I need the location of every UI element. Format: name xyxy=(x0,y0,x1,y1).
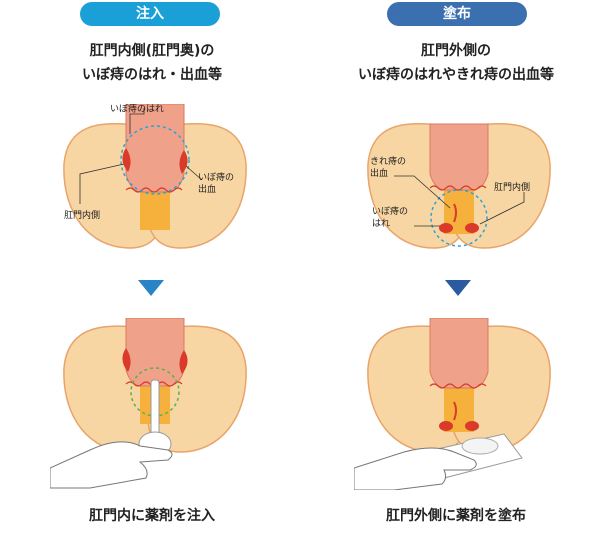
label-hemorrhoid-swelling: いぼ痔のはれ xyxy=(110,104,164,115)
focus-circle xyxy=(430,189,488,247)
right-heading-line2: いぼ痔のはれやきれ痔の出血等 xyxy=(358,67,554,83)
down-arrow-icon xyxy=(445,280,471,296)
fissure xyxy=(453,203,457,223)
label-hemorrhoid-bleeding-1: いぼ痔の xyxy=(198,171,234,183)
anal-canal xyxy=(140,190,170,230)
label-inner-anus: 肛門内側 xyxy=(64,209,100,221)
hand-icon xyxy=(50,441,173,489)
label-fissure-bleeding-2: 出血 xyxy=(370,167,388,179)
right-panel: 塗布 肛門外側の いぼ痔のはれやきれ痔の出血等 きれ痔の 出血 いぼ痔の はれ … xyxy=(304,0,608,540)
left-caption: 肛門内に薬剤を注入 xyxy=(89,508,215,524)
inner-hemorrhoid-illustration: いぼ痔のはれ 肛門内側 いぼ痔の 出血 xyxy=(50,104,260,256)
left-heading-line2: いぼ痔のはれ・出血等 xyxy=(82,67,222,83)
label-hemorrhoid-bleeding-2: 出血 xyxy=(198,183,216,195)
hand-icon xyxy=(354,447,477,490)
apply-tag: 塗布 xyxy=(387,2,527,26)
left-heading-line1: 肛門内側(肛門奥)の xyxy=(89,43,215,59)
inject-tag: 注入 xyxy=(80,2,220,26)
focus-circle xyxy=(120,125,190,195)
hemorrhoid-left xyxy=(122,148,131,172)
application-illustration xyxy=(354,318,564,490)
right-heading-line1: 肛門外側の xyxy=(421,43,491,59)
outer-hemorrhoid-left xyxy=(439,223,453,233)
label-fissure-bleeding-1: きれ痔の xyxy=(370,155,406,167)
injection-illustration xyxy=(50,318,260,490)
label-inner-anus: 肛門内側 xyxy=(494,181,530,193)
rectum xyxy=(125,104,185,193)
down-arrow-icon xyxy=(138,280,164,296)
outer-hemorrhoid-illustration: きれ痔の 出血 いぼ痔の はれ 肛門内側 xyxy=(354,104,564,256)
label-hemorrhoid-swelling-2: はれ xyxy=(372,218,390,229)
label-hemorrhoid-swelling-1: いぼ痔の xyxy=(372,205,408,217)
outer-hemorrhoid-right xyxy=(465,223,479,233)
hemorrhoid-right xyxy=(179,150,188,174)
left-panel: 注入 肛門内側(肛門奥)の いぼ痔のはれ・出血等 いぼ痔のはれ 肛門内側 いぼ痔… xyxy=(50,2,260,524)
right-caption: 肛門外側に薬剤を塗布 xyxy=(386,508,526,524)
